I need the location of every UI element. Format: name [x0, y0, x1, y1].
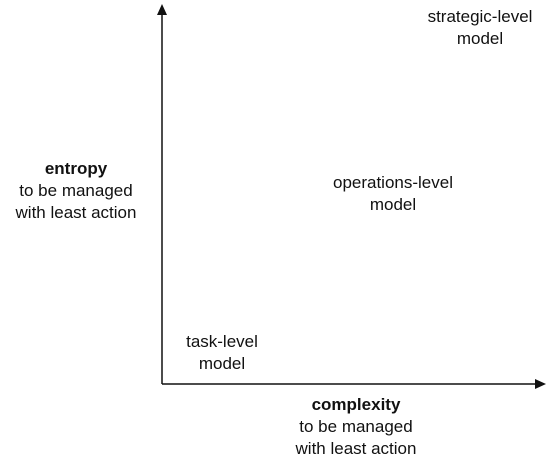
operations-level-model-line-2: model: [369, 195, 417, 214]
task-level-model-line-2: model: [198, 354, 246, 373]
y-axis-title: entropy: [44, 159, 108, 178]
operations-level-model-label: operations-level model: [305, 172, 481, 216]
y-axis-subtitle-line-2: with least action: [15, 203, 137, 222]
strategic-level-model-line-1: strategic-level: [427, 7, 533, 26]
y-axis-subtitle-line-1: to be managed: [19, 181, 133, 200]
strategic-level-model-line-2: model: [456, 29, 504, 48]
y-axis-arrowhead: [157, 4, 167, 15]
x-axis-title: complexity: [311, 395, 401, 414]
strategic-level-model-label: strategic-level model: [410, 6, 550, 50]
x-axis-subtitle-line-2: with least action: [295, 439, 417, 458]
task-level-model-label: task-level model: [163, 331, 281, 375]
x-axis-arrowhead: [535, 379, 546, 389]
y-axis-label: entropy to be managed with least action: [0, 158, 152, 224]
x-axis-label: complexity to be managed with least acti…: [256, 394, 456, 460]
operations-level-model-line-1: operations-level: [332, 173, 453, 192]
x-axis-subtitle-line-1: to be managed: [299, 417, 413, 436]
task-level-model-line-1: task-level: [186, 332, 258, 351]
